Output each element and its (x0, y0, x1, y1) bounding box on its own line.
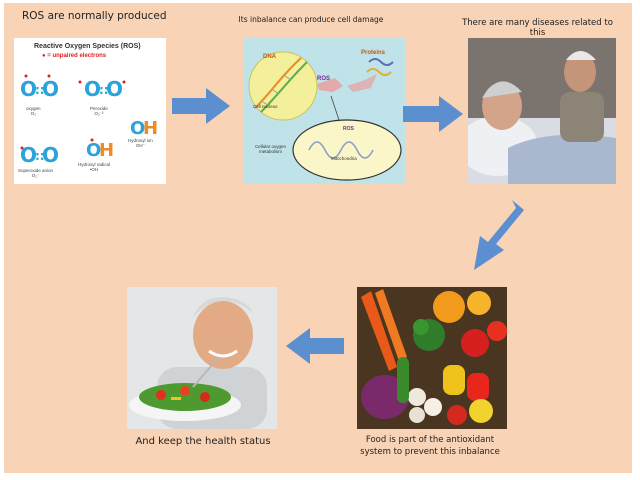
label-metabolism: Cellular oxygen metabolism (255, 144, 287, 154)
svg-text:O: O (130, 118, 145, 139)
dna-helix-icon (254, 57, 302, 109)
svg-text:H: H (99, 140, 114, 161)
patient-photo-illustration (468, 38, 616, 184)
cell-damage-panel: DNA Proteins ROS Cell nucleus Cellular o… (243, 38, 405, 184)
molecule-oxygen: O :: O (20, 74, 59, 101)
caption-food-line1: Food is part of the antioxidant (365, 435, 495, 445)
electron-dot-icon: ● (42, 53, 46, 59)
species-label-hydroxyl-radical: Hydroxyl radical •OH (78, 162, 111, 172)
vegetables-photo (357, 287, 507, 429)
orange-shape (433, 291, 465, 323)
label-cell-nucleus: Cell nucleus (253, 104, 278, 109)
svg-text:::: :: (35, 149, 45, 163)
svg-text:H: H (143, 118, 158, 139)
fork-icon (192, 356, 220, 388)
pepper-shape (443, 365, 465, 395)
svg-text:O: O (86, 140, 101, 161)
ros-legend-text: = unpaired electrons (47, 53, 107, 59)
molecule-peroxide: O :: O (78, 77, 126, 101)
svg-text:O: O (106, 77, 123, 101)
label-mito-ros: ROS (343, 126, 354, 132)
label-ros: ROS (317, 76, 331, 82)
arrow-left (286, 328, 344, 364)
arrow-right-1 (172, 88, 230, 124)
salad-shape (139, 383, 231, 411)
blanket-shape (508, 134, 616, 184)
visitor-body-shape (560, 92, 604, 142)
svg-text:::: :: (99, 83, 109, 97)
svg-text:O: O (20, 143, 37, 167)
label-proteins: Proteins (361, 50, 386, 56)
caption-food-line2: system to prevent this inbalance (360, 447, 500, 457)
species-label-superoxide: Superoxide anion O₂⁻ (18, 168, 54, 178)
ros-molecules: O :: O O :: O O H O :: O O H (20, 74, 158, 167)
ros-burst-icon (317, 78, 343, 92)
caption-imbalance: Its inbalance can produce cell damage (238, 15, 384, 24)
species-label-peroxide: Peroxide O₂⁻² (90, 106, 108, 116)
healthy-man-illustration (127, 287, 277, 429)
vegetables-illustration (357, 287, 507, 429)
svg-text:O: O (42, 143, 59, 167)
molecule-hydroxyl-ion: O H (130, 118, 158, 139)
disease-photo (468, 38, 616, 184)
svg-text:O: O (20, 77, 37, 101)
protein-icon (366, 58, 394, 76)
molecule-superoxide: O :: O (20, 143, 59, 167)
caption-ros: ROS are normally produced (22, 10, 167, 22)
molecule-hydroxyl-radical: O H (86, 138, 114, 161)
mitochondria (292, 119, 402, 181)
tomato-shape (461, 329, 489, 357)
label-dna: DNA (263, 54, 276, 60)
lemon-shape (469, 399, 493, 423)
caption-health: And keep the health status (135, 436, 271, 447)
visitor-head-shape (564, 52, 596, 92)
caption-food: Food is part of the antioxidant system t… (350, 434, 510, 458)
arrow-down-left (474, 200, 524, 270)
arrow-right-2 (403, 96, 463, 132)
ros-legend: ● = unpaired electrons (42, 53, 106, 59)
svg-text:::: :: (35, 83, 45, 97)
svg-text:O: O (84, 77, 101, 101)
carrots-shape (361, 289, 407, 371)
svg-text:O: O (42, 77, 59, 101)
cell-diagram (248, 51, 402, 181)
species-label-hydroxyl-ion: Hydroxyl ion OH⁻ (128, 138, 153, 148)
ros-panel: Reactive Oxygen Species (ROS) ● = unpair… (14, 38, 166, 184)
species-label-oxygen: oxygen O₂ (26, 106, 41, 116)
healthy-man-photo (127, 287, 277, 429)
caption-diseases: There are many diseases related to this (462, 18, 613, 38)
man-face-shape (193, 301, 253, 369)
label-mitochondria: Mitochondria (331, 156, 357, 161)
mushrooms-shape (408, 388, 426, 406)
ros-panel-title: Reactive Oxygen Species (ROS) (34, 43, 141, 50)
